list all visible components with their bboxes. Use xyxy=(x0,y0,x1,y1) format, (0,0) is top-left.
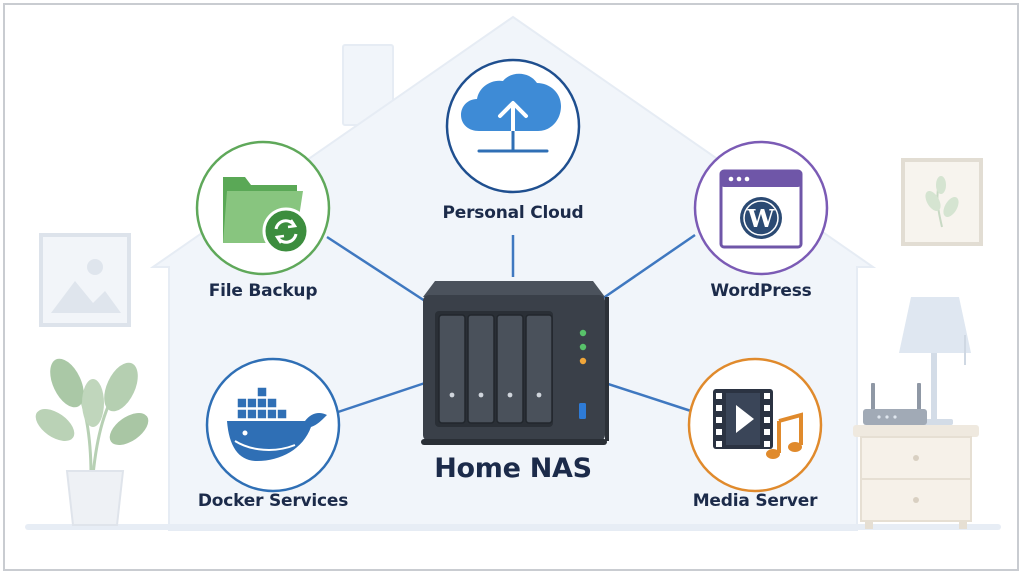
label-personal-cloud: Personal Cloud xyxy=(442,203,584,223)
status-led-green-2 xyxy=(579,343,587,351)
wall-picture-right xyxy=(901,158,983,246)
drive-bay-2 xyxy=(467,314,495,424)
connector-file-backup xyxy=(326,235,426,303)
node-file-backup xyxy=(195,140,331,276)
media-film-music-icon xyxy=(713,389,803,459)
folder-sync-icon xyxy=(223,177,310,255)
diagram-canvas: W xyxy=(25,15,1001,531)
label-docker-services: Docker Services xyxy=(197,491,349,511)
node-wordpress: W xyxy=(693,140,829,276)
status-led-green xyxy=(579,329,587,337)
diagram-frame: W xyxy=(3,3,1019,571)
connector-wordpress xyxy=(598,233,696,303)
connectors xyxy=(326,233,696,415)
connector-media-server xyxy=(598,379,692,413)
node-media-server xyxy=(687,357,823,493)
docker-whale-icon xyxy=(227,386,327,461)
connector-docker-services xyxy=(334,381,426,415)
nas-device xyxy=(421,281,609,445)
nightstand xyxy=(853,425,979,529)
wall-picture-left xyxy=(39,233,131,327)
label-wordpress: WordPress xyxy=(710,281,812,301)
label-media-server: Media Server xyxy=(692,491,818,511)
usb-port xyxy=(579,403,586,419)
node-personal-cloud xyxy=(445,58,581,194)
label-file-backup: File Backup xyxy=(208,281,318,301)
drive-bay-1 xyxy=(438,314,466,424)
cloud-upload-icon xyxy=(461,73,561,153)
floor-line xyxy=(25,524,1001,530)
label-home-nas: Home NAS xyxy=(434,453,592,484)
svg-text:W: W xyxy=(747,204,776,233)
drive-bay-4 xyxy=(525,314,553,424)
drive-bay-3 xyxy=(496,314,524,424)
node-docker-services xyxy=(205,357,341,493)
wifi-router xyxy=(863,383,927,425)
table-lamp xyxy=(899,297,971,425)
wordpress-icon: W xyxy=(719,169,803,249)
status-led-amber xyxy=(579,357,587,365)
potted-plant xyxy=(35,358,149,526)
